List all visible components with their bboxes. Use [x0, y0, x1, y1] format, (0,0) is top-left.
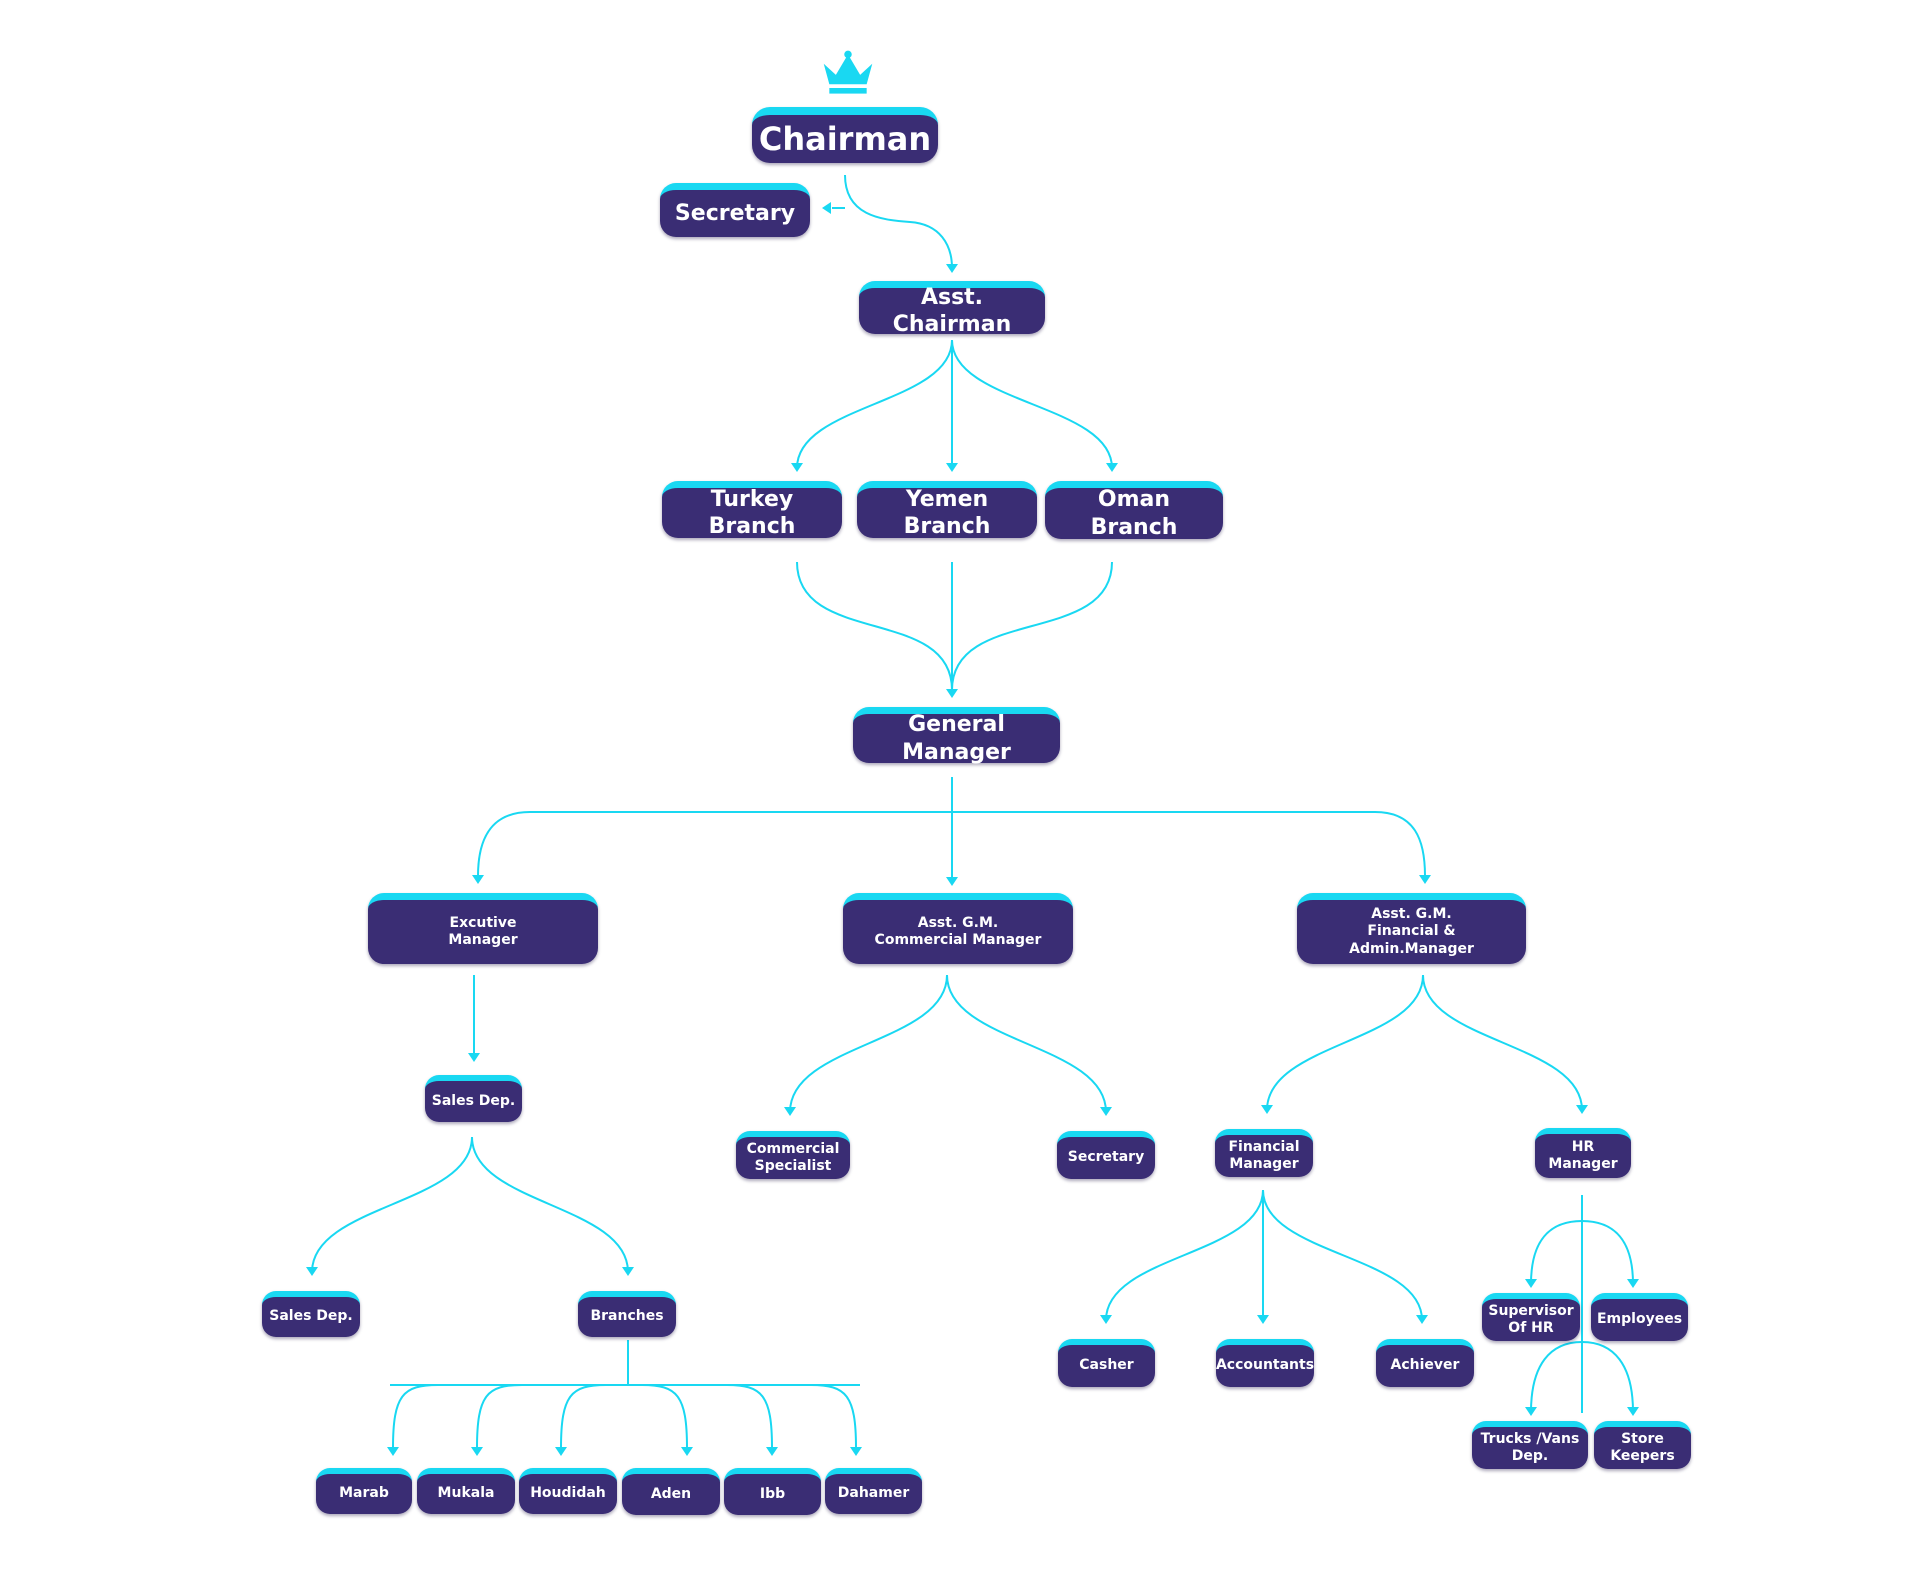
arrowhead-58 — [1627, 1279, 1639, 1288]
node-asst-chairman: Asst. Chairman — [859, 281, 1045, 337]
connector-43 — [946, 974, 1107, 1113]
arrowhead-2 — [946, 264, 958, 273]
arrowhead-60 — [1525, 1407, 1537, 1416]
connector-39 — [810, 1384, 857, 1449]
crown-icon — [823, 50, 873, 94]
node-houdidah: Houdidah — [519, 1468, 617, 1514]
connector-25 — [471, 1136, 629, 1273]
arrowhead-52 — [1257, 1315, 1269, 1324]
connector-37 — [726, 1384, 773, 1449]
arrowhead-30 — [387, 1447, 399, 1456]
node-hr-manager: HR Manager — [1535, 1128, 1631, 1178]
connector-56 — [1530, 1219, 1634, 1285]
connector-35 — [641, 1384, 688, 1449]
arrowhead-14 — [946, 689, 958, 698]
arrowhead-36 — [681, 1447, 693, 1456]
node-asst-gm-commercial: Asst. G.M. Commercial Manager — [843, 893, 1073, 964]
node-general-manager: General Manager — [853, 707, 1060, 765]
node-chairman: Chairman — [752, 107, 938, 163]
node-branches: Branches — [578, 1291, 676, 1337]
connector-11 — [796, 561, 953, 691]
node-commercial-specialist: Commercial Specialist — [736, 1131, 850, 1179]
connector-33 — [560, 1384, 607, 1449]
node-employees: Employees — [1591, 1293, 1688, 1341]
node-marab: Marab — [316, 1468, 412, 1514]
node-store-keepers: Store Keepers — [1594, 1421, 1691, 1469]
arrowhead-40 — [850, 1447, 862, 1456]
connector-49 — [1105, 1189, 1264, 1321]
arrowhead-8 — [946, 463, 958, 472]
node-aden: Aden — [622, 1468, 720, 1515]
node-trucks-vans: Trucks /Vans Dep. — [1472, 1421, 1588, 1469]
arrowhead-34 — [555, 1447, 567, 1456]
arrowhead-26 — [622, 1267, 634, 1276]
connector-29 — [392, 1384, 439, 1449]
arrowhead-44 — [1100, 1107, 1112, 1116]
arrowhead-42 — [784, 1107, 796, 1116]
node-achiever: Achiever — [1376, 1339, 1474, 1387]
connector-23 — [311, 1136, 473, 1273]
arrowhead-46 — [1261, 1105, 1273, 1114]
node-secretary-top: Secretary — [660, 183, 810, 237]
arrowhead-48 — [1576, 1105, 1588, 1114]
node-financial-manager: Financial Manager — [1215, 1129, 1313, 1177]
arrowhead-32 — [471, 1447, 483, 1456]
connector-19 — [952, 811, 1426, 877]
connector-31 — [476, 1384, 523, 1449]
node-ibb: Ibb — [724, 1468, 821, 1515]
arrowhead-38 — [766, 1447, 778, 1456]
arrowhead-61 — [1627, 1407, 1639, 1416]
connector-5 — [796, 339, 953, 469]
node-mukala: Mukala — [417, 1468, 515, 1514]
node-supervisor-hr: Supervisor Of HR — [1482, 1293, 1580, 1341]
node-oman-branch: Oman Branch — [1045, 481, 1223, 540]
arrowhead-4 — [822, 202, 831, 214]
arrowhead-54 — [1416, 1315, 1428, 1324]
connector-53 — [1262, 1189, 1423, 1321]
arrowhead-24 — [306, 1267, 318, 1276]
node-sales-dep-2: Sales Dep. — [262, 1291, 360, 1337]
arrowhead-16 — [946, 877, 958, 886]
arrowhead-18 — [472, 875, 484, 884]
connector-1 — [844, 174, 953, 269]
node-turkey-branch: Turkey Branch — [662, 481, 842, 539]
arrowhead-6 — [791, 463, 803, 472]
connector-59 — [1530, 1340, 1634, 1413]
connector-47 — [1422, 974, 1583, 1111]
node-casher: Casher — [1058, 1339, 1155, 1387]
arrowhead-10 — [1106, 463, 1118, 472]
node-asst-gm-financial: Asst. G.M. Financial & Admin.Manager — [1297, 893, 1526, 964]
connector-41 — [789, 974, 948, 1113]
connector-17 — [477, 811, 952, 877]
node-secretary-commercial: Secretary — [1057, 1131, 1155, 1179]
arrowhead-20 — [1419, 875, 1431, 884]
node-executive-manager: Excutive Manager — [368, 893, 598, 964]
arrowhead-22 — [468, 1053, 480, 1062]
node-sales-dep: Sales Dep. — [425, 1075, 522, 1122]
node-yemen-branch: Yemen Branch — [857, 481, 1037, 539]
node-accountants: Accountants — [1216, 1339, 1314, 1387]
arrowhead-57 — [1525, 1279, 1537, 1288]
arrowhead-50 — [1100, 1315, 1112, 1324]
connector-13 — [951, 561, 1113, 691]
node-dahamer: Dahamer — [825, 1468, 922, 1514]
connector-45 — [1266, 974, 1424, 1111]
connector-9 — [951, 339, 1113, 469]
